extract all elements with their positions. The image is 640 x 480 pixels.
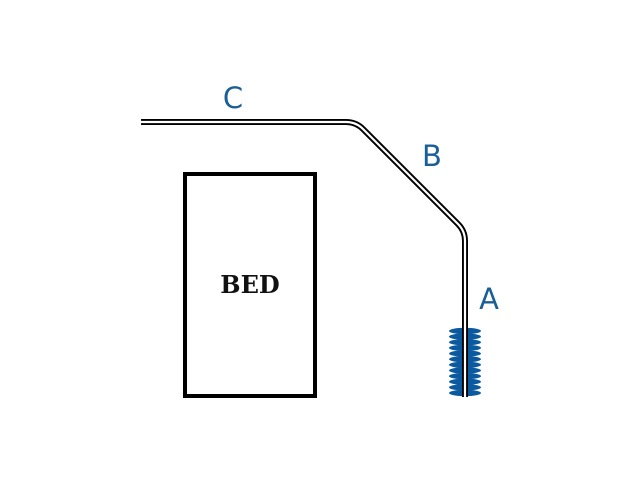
- label-a: A: [479, 282, 499, 316]
- label-c: C: [223, 81, 243, 115]
- bed-outline: [183, 172, 317, 398]
- pole-outline: [141, 119, 468, 397]
- pole-inner: [141, 120, 467, 397]
- label-b: B: [422, 139, 442, 173]
- bed-label: BED: [220, 270, 279, 299]
